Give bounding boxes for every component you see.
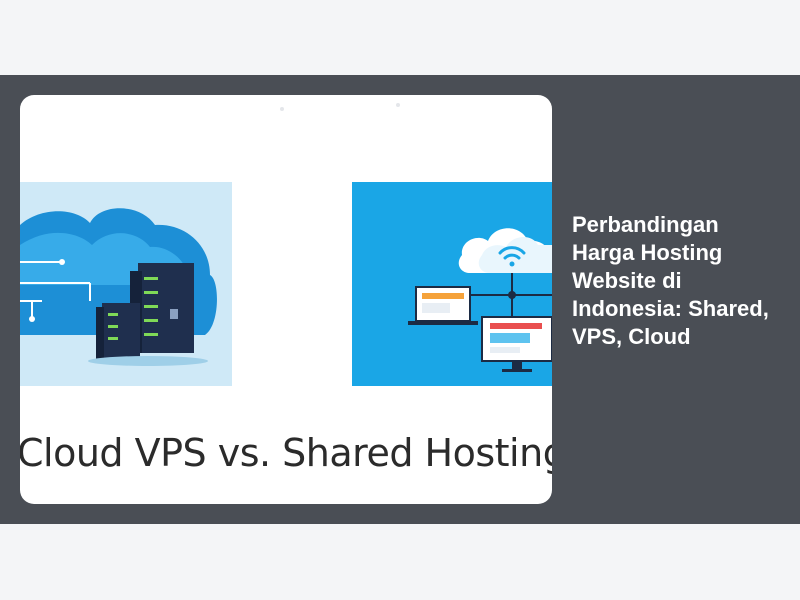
article-thumbnail[interactable]: Cloud VPS vs. Shared Hosting	[20, 95, 552, 504]
article-card[interactable]: Cloud VPS vs. Shared Hosting Perbandinga…	[0, 75, 800, 524]
cloud-network-icon	[352, 182, 552, 386]
article-title[interactable]: Perbandingan Harga Hosting Website di In…	[572, 212, 769, 349]
cloud-servers-icon	[20, 182, 232, 386]
thumbnail-caption: Cloud VPS vs. Shared Hosting	[20, 431, 552, 475]
